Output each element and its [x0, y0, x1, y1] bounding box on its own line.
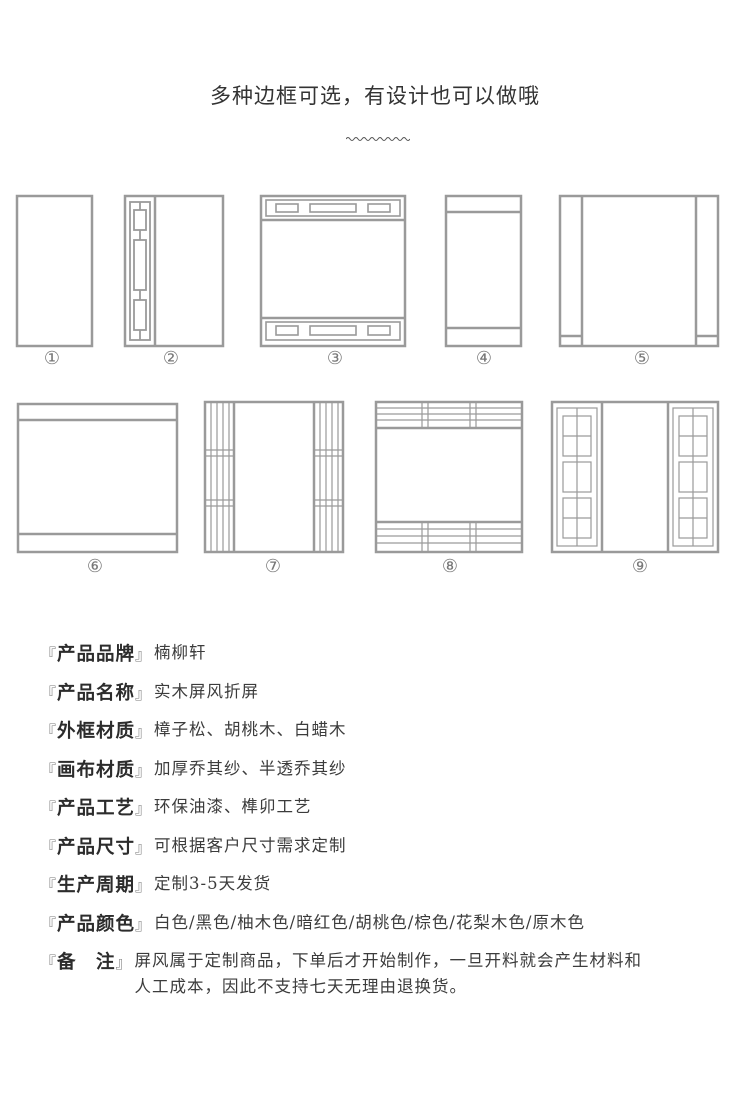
bracket-close: 』 — [135, 837, 153, 857]
spec-row: 『产品名称』实木屏风折屏 — [40, 679, 740, 718]
spec-row: 『产品颜色』白色/黑色/柚木色/暗红色/胡桃色/棕色/花梨木色/原木色 — [40, 910, 740, 949]
bracket-open: 『 — [40, 799, 58, 818]
spec-label-text: 产品名称 — [57, 682, 136, 704]
section-title: 多种边框可选，有设计也可以做哦 — [210, 84, 540, 108]
bracket-close: 』 — [135, 876, 153, 895]
frame-styles-illustration: ① ② ③ ④ ⑤ ⑥ ⑦ ⑧ ⑨ — [15, 194, 720, 577]
spec-label: 『产品颜色』 — [40, 910, 152, 936]
frame-style-6 — [16, 402, 179, 554]
frame-style-1 — [15, 194, 94, 348]
spec-label-text: 外框材质 — [57, 721, 136, 742]
bracket-open: 『 — [40, 953, 58, 972]
spec-label: 『画布材质』 — [40, 756, 152, 782]
frame-number-8: ⑧ — [442, 556, 458, 577]
spec-value: 环保油漆、榫卯工艺 — [154, 797, 312, 816]
frame-style-2 — [123, 194, 225, 348]
spec-label-text: 产品工艺 — [57, 798, 136, 819]
bracket-open: 『 — [40, 645, 58, 664]
bracket-close: 』 — [135, 760, 153, 780]
spec-value: 屏风属于定制商品，下单后才开始制作，一旦开料就会产生材料和人工成本，因此不支持七… — [134, 951, 643, 996]
frame-number-6: ⑥ — [87, 556, 103, 577]
spec-row: 『产品工艺』环保油漆、榫卯工艺 — [40, 794, 740, 833]
frame-style-5 — [558, 194, 720, 348]
frame-number-7: ⑦ — [265, 556, 281, 577]
spec-value: 樟子松、胡桃木、白蜡木 — [154, 720, 347, 739]
decorative-squiggle — [346, 137, 410, 141]
bracket-open: 『 — [40, 914, 58, 934]
spec-row: 『生产周期』定制3-5天发货 — [40, 871, 740, 910]
spec-label-text: 产品尺寸 — [57, 836, 136, 858]
frame-number-9: ⑨ — [632, 556, 648, 577]
spec-label-text: 产品颜色 — [57, 913, 136, 935]
frame-style-7 — [203, 400, 345, 554]
bracket-close: 』 — [135, 914, 153, 934]
frame-number-1: ① — [44, 348, 60, 369]
frame-style-8 — [374, 400, 524, 554]
bracket-close: 』 — [135, 722, 153, 741]
spec-label: 『产品尺寸』 — [40, 833, 152, 859]
bracket-close: 』 — [135, 645, 153, 664]
bracket-open: 『 — [40, 722, 58, 741]
spec-value: 楠柳轩 — [154, 643, 207, 662]
frame-number-3: ③ — [327, 348, 343, 369]
frame-number-5: ⑤ — [634, 348, 650, 369]
spec-row: 『外框材质』樟子松、胡桃木、白蜡木 — [40, 717, 740, 756]
spec-row: 『画布材质』加厚乔其纱、半透乔其纱 — [40, 756, 740, 795]
frame-style-9 — [550, 400, 720, 554]
spec-label: 『产品品牌』 — [40, 640, 152, 666]
bracket-open: 『 — [40, 760, 58, 780]
spec-label: 『产品工艺』 — [40, 794, 152, 820]
spec-label-text: 生产周期 — [57, 875, 136, 896]
frame-number-4: ④ — [476, 348, 492, 369]
bracket-open: 『 — [40, 837, 58, 857]
spec-label-text: 产品品牌 — [57, 644, 136, 665]
spec-label: 『备 注』 — [40, 948, 133, 974]
frame-number-2: ② — [163, 348, 179, 369]
spec-label: 『外框材质』 — [40, 717, 152, 743]
spec-value: 可根据客户尺寸需求定制 — [154, 835, 347, 855]
spec-label: 『生产周期』 — [40, 871, 152, 897]
spec-list: 『产品品牌』楠柳轩『产品名称』实木屏风折屏『外框材质』樟子松、胡桃木、白蜡木『画… — [40, 640, 740, 1008]
spec-label: 『产品名称』 — [40, 679, 152, 705]
spec-value: 定制3-5天发货 — [154, 874, 272, 893]
frame-style-3 — [259, 194, 407, 348]
spec-value: 加厚乔其纱、半透乔其纱 — [154, 758, 347, 778]
spec-row: 『产品品牌』楠柳轩 — [40, 640, 740, 679]
frame-style-4 — [444, 194, 523, 348]
spec-label-text: 备 注 — [57, 952, 116, 973]
bracket-close: 』 — [135, 683, 153, 703]
bracket-open: 『 — [40, 876, 58, 895]
spec-row: 『备 注』屏风属于定制商品，下单后才开始制作，一旦开料就会产生材料和人工成本，因… — [40, 948, 740, 1008]
spec-value: 实木屏风折屏 — [154, 681, 260, 701]
bracket-open: 『 — [40, 683, 58, 703]
spec-label-text: 画布材质 — [57, 759, 136, 781]
spec-row: 『产品尺寸』可根据客户尺寸需求定制 — [40, 833, 740, 872]
spec-value: 白色/黑色/柚木色/暗红色/胡桃色/棕色/花梨木色/原木色 — [154, 912, 585, 932]
bracket-close: 』 — [135, 799, 153, 818]
bracket-close: 』 — [115, 953, 133, 972]
